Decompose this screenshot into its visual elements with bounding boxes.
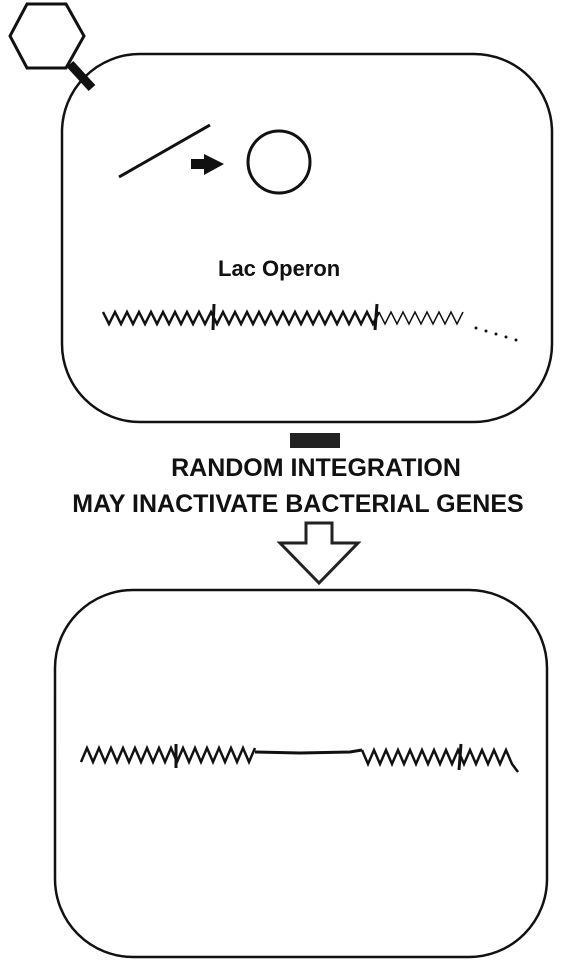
circular-phage-dna [246,129,312,195]
phage-head-icon [8,2,96,92]
right-insertion-marker [457,743,463,771]
top-cell-outline [60,52,554,424]
top-bacterial-cell: Lac Operon [8,2,554,424]
left-bacterial-segment [79,744,257,766]
operon-end-marker [373,303,379,331]
arrow-down-icon [276,521,362,586]
transition-marker [290,433,340,448]
operon-start-marker [211,303,216,331]
integrated-prophage [254,748,363,755]
chromosome-continuation [378,310,464,326]
bacterial-chromosome [101,309,381,327]
arrow-right-icon [191,154,224,175]
right-bacterial-segment [360,746,519,773]
lac-operon-label: Lac Operon [218,256,340,281]
bottom-cell-outline [53,588,549,959]
caption-line-1: RANDOM INTEGRATION [171,454,461,482]
chromosome-dots [474,326,518,342]
bottom-bacterial-cell [53,588,549,959]
linear-phage-dna [118,123,211,179]
caption-line-2: MAY INACTIVATE BACTERIAL GENES [72,490,523,518]
